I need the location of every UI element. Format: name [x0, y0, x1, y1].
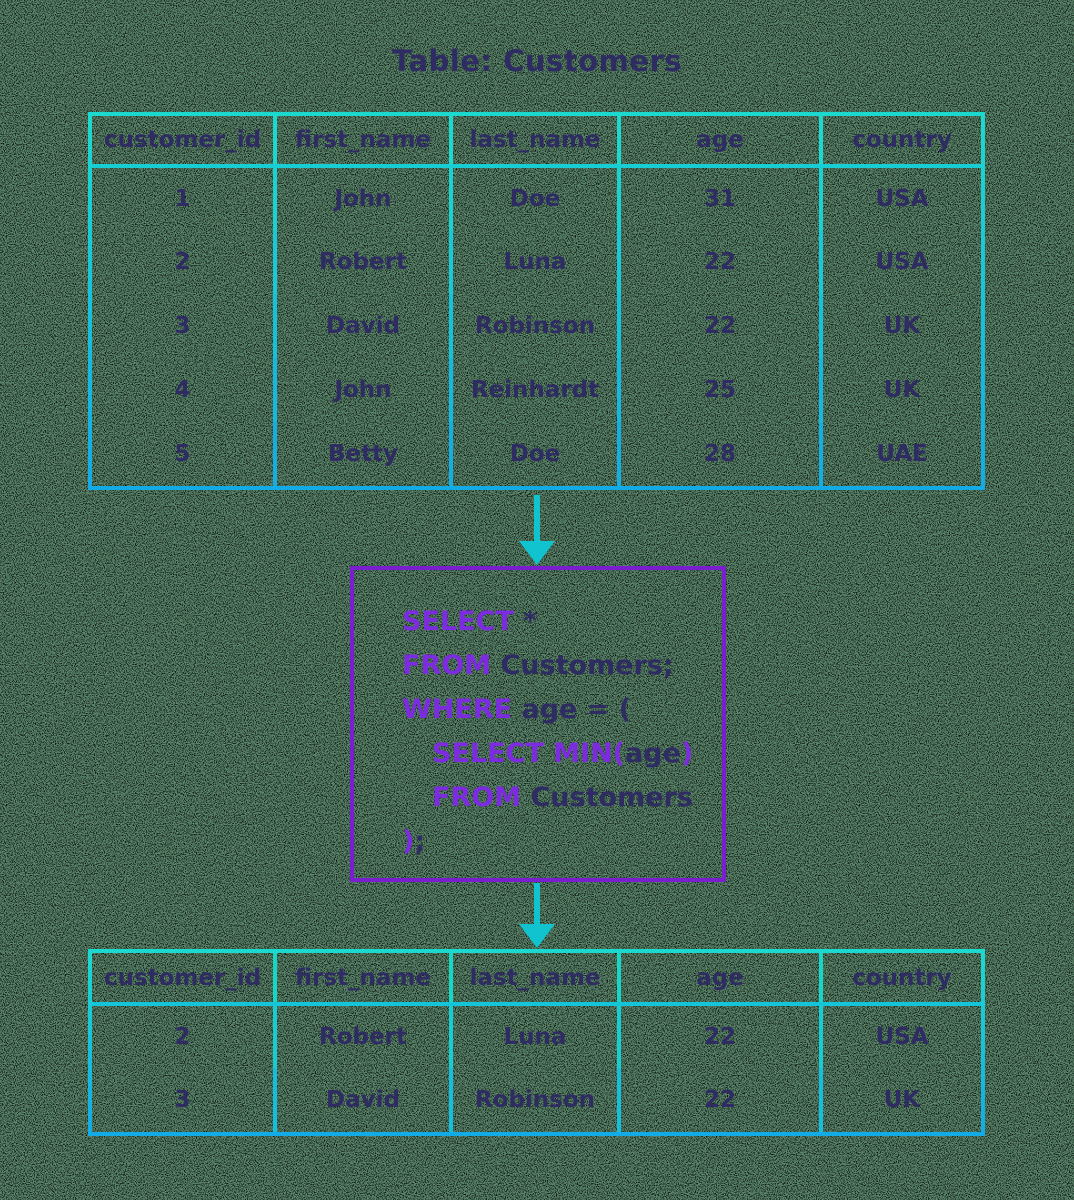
- table-cell: UAE: [819, 422, 981, 486]
- table-cell: 2: [174, 249, 191, 275]
- column-header: country: [819, 953, 981, 1006]
- table-cell: 28: [617, 422, 821, 486]
- table-cell: UK: [819, 294, 981, 358]
- page-title: Table: Customers: [391, 44, 683, 78]
- sql-keyword: ): [402, 826, 415, 857]
- sql-code-line: SELECT *: [402, 600, 722, 644]
- sql-code-line: SELECT MIN(age): [432, 732, 722, 776]
- table-cell: Doe: [449, 166, 619, 230]
- table-cell: 31: [617, 166, 821, 230]
- sql-keyword: ): [680, 738, 694, 769]
- table-cell: John: [273, 358, 451, 422]
- table-cell: UK: [819, 358, 981, 422]
- column-header: customer_id: [92, 116, 275, 168]
- column-header: customer_id: [92, 953, 275, 1006]
- table-cell: 1: [174, 186, 191, 212]
- table-cell: David: [273, 294, 451, 358]
- sql-keyword: FROM: [432, 782, 531, 813]
- table-cell: USA: [819, 1004, 981, 1068]
- sql-code-line: FROM Customers: [432, 776, 722, 820]
- table-cell: 2: [174, 1024, 191, 1050]
- table-cell: 4: [174, 377, 191, 403]
- table-cell: UK: [819, 1068, 981, 1132]
- sql-text: *: [523, 606, 538, 637]
- sql-text: Customers;: [500, 650, 674, 681]
- sql-text: age: [625, 738, 681, 769]
- arrow-down-icon: [519, 495, 555, 565]
- sql-code-line: WHERE age = (: [402, 688, 722, 732]
- table-cell: 3: [174, 1087, 191, 1113]
- column-header: last_name: [449, 116, 619, 168]
- table-cell: Robinson: [449, 294, 619, 358]
- table-cell: Robert: [273, 230, 451, 294]
- table-cell: David: [273, 1068, 451, 1132]
- table-cell: 25: [617, 358, 821, 422]
- sql-code-line: FROM Customers;: [402, 644, 722, 688]
- column-header: first_name: [273, 116, 451, 168]
- column-header: first_name: [273, 953, 451, 1006]
- sql-text: ;: [414, 826, 426, 857]
- column-header: last_name: [449, 953, 619, 1006]
- sql-code-line: );: [402, 820, 722, 864]
- sql-keyword: SELECT: [402, 606, 524, 637]
- table-cell: Robert: [273, 1004, 451, 1068]
- table-cell: Betty: [273, 422, 451, 486]
- table-cell: Luna: [449, 230, 619, 294]
- table-cell: John: [273, 166, 451, 230]
- table-cell: 22: [617, 1004, 821, 1068]
- table-cell: Robinson: [449, 1068, 619, 1132]
- table-cell: Reinhardt: [449, 358, 619, 422]
- sql-query-code: SELECT *FROM Customers;WHERE age = (SELE…: [354, 570, 722, 864]
- sql-text: Customers: [530, 782, 693, 813]
- sql-keyword: SELECT MIN(: [432, 738, 626, 769]
- sql-keyword: FROM: [402, 650, 501, 681]
- column-header: age: [617, 116, 821, 168]
- column-header: age: [617, 953, 821, 1006]
- table-cell: 5: [174, 441, 191, 467]
- sql-keyword: WHERE: [402, 694, 522, 725]
- table-cell: Doe: [449, 422, 619, 486]
- arrow-down-icon: [519, 883, 555, 948]
- table-cell: 22: [617, 294, 821, 358]
- sql-query-box: SELECT *FROM Customers;WHERE age = (SELE…: [350, 566, 726, 882]
- table-cell: 22: [617, 230, 821, 294]
- column-header: country: [819, 116, 981, 168]
- table-cell: USA: [819, 166, 981, 230]
- table-cell: USA: [819, 230, 981, 294]
- sql-text: age = (: [521, 694, 632, 725]
- table-cell: 22: [617, 1068, 821, 1132]
- table-cell: 3: [174, 313, 191, 339]
- table-cell: Luna: [449, 1004, 619, 1068]
